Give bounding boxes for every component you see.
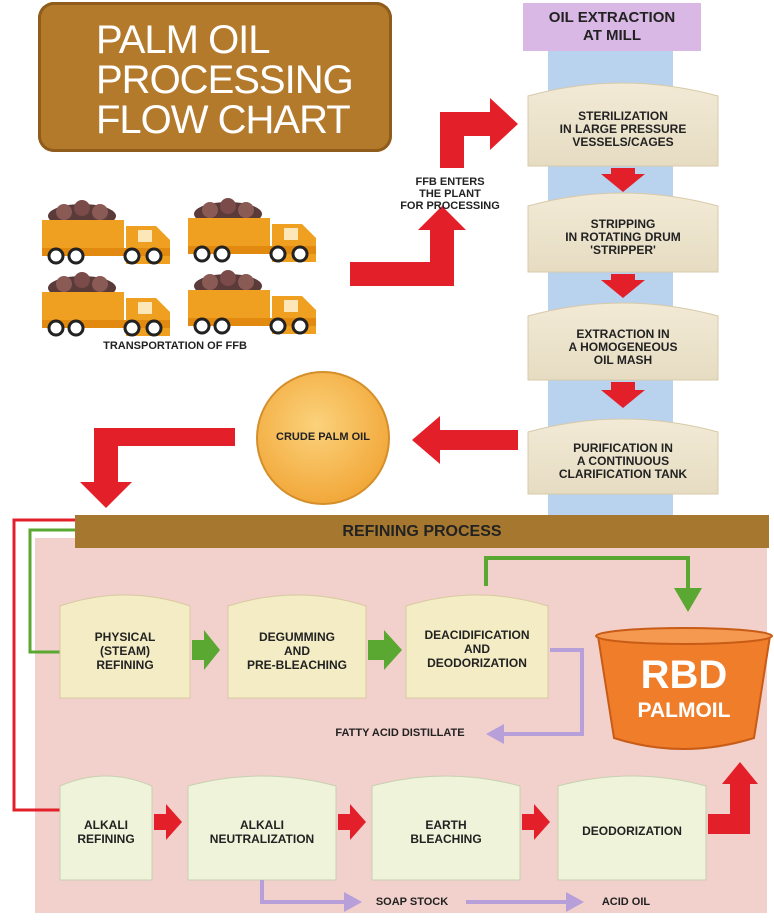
extraction-step-label: STERILIZATION IN LARGE PRESSURE VESSELS/… <box>559 109 687 149</box>
refining-header: REFINING PROCESS <box>75 515 769 548</box>
right-arrow-icon <box>338 804 366 840</box>
truck-icon-2 <box>188 198 316 263</box>
degumming-box: DEGUMMING AND PRE-BLEACHING <box>228 600 366 698</box>
down-arrow-icon <box>601 274 645 298</box>
truck-icon-1 <box>42 200 170 265</box>
extraction-step-label: STRIPPING IN ROTATING DRUM 'STRIPPER' <box>565 217 681 257</box>
crude-palm-oil-circle <box>256 371 390 505</box>
physical-feed-line <box>28 528 75 654</box>
crude-palm-oil-label: CRUDE PALM OIL <box>276 431 370 443</box>
to-rbd-green-line <box>484 556 690 590</box>
fatty-acid-line <box>500 648 584 736</box>
rbd-tub-rim <box>595 627 773 645</box>
truck-icon-3 <box>42 272 170 337</box>
box-label: ALKALI NEUTRALIZATION <box>209 818 315 846</box>
alkali-refining-box: ALKALI REFINING <box>60 780 152 880</box>
right-arrow-icon <box>192 630 220 670</box>
acid-oil-arrowhead <box>566 892 584 912</box>
refining-header-label: REFINING PROCESS <box>342 523 502 540</box>
right-arrow-icon <box>154 804 182 840</box>
physical-boxes <box>59 594 549 699</box>
physical-refining-box: PHYSICAL (STEAM) REFINING <box>60 600 190 698</box>
rbd-tub <box>596 635 772 750</box>
extraction-step-label: PURIFICATION IN A CONTINUOUS CLARIFICATI… <box>558 441 688 481</box>
box-label: EARTH BLEACHING <box>410 818 482 846</box>
fatty-acid-arrowhead <box>486 724 504 744</box>
rbd-small-label: PALMOIL <box>637 699 731 722</box>
soap-stock-line <box>260 880 346 904</box>
to-crude-arrow <box>412 416 518 464</box>
down-arrow-icon <box>601 382 645 408</box>
ffb-arrow-top <box>440 98 518 168</box>
box-label: DEODORIZATION <box>582 824 682 838</box>
extraction-header-label: OIL EXTRACTION AT MILL <box>548 9 676 44</box>
extraction-step-label: EXTRACTION IN A HOMOGENEOUS OIL MASH <box>568 327 678 367</box>
alkali-neutralization-box: ALKALI NEUTRALIZATION <box>188 780 336 880</box>
deodorization-box: DEODORIZATION <box>558 780 706 880</box>
title-panel: PALM OIL PROCESSING FLOW CHART <box>38 2 392 152</box>
extraction-step-1: STERILIZATION IN LARGE PRESSURE VESSELS/… <box>528 88 718 166</box>
fatty-acid-label: FATTY ACID DISTILLATE <box>335 727 465 739</box>
alkali-boxes <box>59 775 707 881</box>
alkali-feed-line <box>12 518 75 812</box>
soap-stock-label: SOAP STOCK <box>375 896 449 908</box>
extraction-step-4: PURIFICATION IN A CONTINUOUS CLARIFICATI… <box>528 420 718 498</box>
box-label: DEACIDIFICATION AND DEODORIZATION <box>424 628 530 670</box>
earth-bleaching-box: EARTH BLEACHING <box>372 780 520 880</box>
box-label: PHYSICAL (STEAM) REFINING <box>94 630 156 672</box>
down-arrow-icon <box>601 168 645 192</box>
rbd-big-label: RBD <box>640 653 728 697</box>
chart-title: PALM OIL PROCESSING FLOW CHART <box>96 18 354 142</box>
right-arrow-icon <box>522 804 550 840</box>
extraction-boxes <box>527 82 719 495</box>
box-label: ALKALI REFINING <box>77 818 135 846</box>
extraction-step-3: EXTRACTION IN A HOMOGENEOUS OIL MASH <box>528 306 718 384</box>
extraction-step-2: STRIPPING IN ROTATING DRUM 'STRIPPER' <box>528 196 718 274</box>
soap-stock-arrowhead <box>344 892 362 912</box>
to-rbd-green-arrowhead <box>674 588 702 612</box>
acid-oil-label: ACID OIL <box>601 896 651 908</box>
box-label: DEGUMMING AND PRE-BLEACHING <box>246 630 347 672</box>
right-arrow-icon <box>368 630 402 670</box>
transportation-label: TRANSPORTATION OF FFB <box>103 340 247 352</box>
to-refining-arrow <box>80 428 235 508</box>
to-rbd-red-arrow <box>708 762 758 834</box>
extraction-header: OIL EXTRACTION AT MILL <box>523 3 701 51</box>
deacidification-box: DEACIDIFICATION AND DEODORIZATION <box>406 600 548 698</box>
ffb-enters-label: FFB ENTERS THE PLANT FOR PROCESSING <box>400 176 500 212</box>
ffb-arrow <box>350 206 466 286</box>
truck-icon-4 <box>188 270 316 335</box>
